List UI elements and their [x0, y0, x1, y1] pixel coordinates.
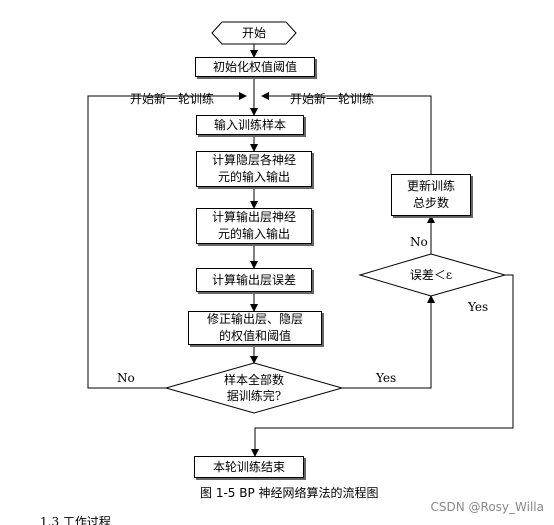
start-label: 开始 — [241, 26, 266, 40]
init-weights-box: 初始化权值阈值 — [195, 57, 315, 77]
update-steps-line-2: 总步数 — [412, 196, 449, 210]
no-error-label: No — [410, 235, 428, 249]
new-round-right-label: 开始新一轮训练 — [290, 92, 375, 106]
end-label: 本轮训练结束 — [212, 459, 285, 474]
end-box: 本轮训练结束 — [194, 456, 304, 478]
all-trained-line-1: 样本全部数 — [223, 373, 284, 387]
correct-weights-box: 修正输出层、隐层 的权值和阈值 — [188, 311, 322, 345]
all-trained-text: 样本全部数 据训练完? — [204, 372, 304, 404]
all-trained-line-2: 据训练完? — [226, 389, 282, 403]
init-weights-label: 初始化权值阈值 — [212, 59, 297, 74]
figure-caption: 图 1-5 BP 神经网络算法的流程图 — [200, 486, 379, 500]
yes-right-label: Yes — [376, 371, 397, 385]
all-trained-diamond — [164, 362, 344, 414]
output-error-box: 计算输出层误差 — [196, 268, 312, 292]
hidden-io-line-2: 元的输入输出 — [217, 170, 290, 184]
output-io-line-2: 元的输入输出 — [217, 227, 290, 241]
input-sample-box: 输入训练样本 — [196, 115, 304, 135]
section-heading-partial: 1.3 工作过程 — [40, 516, 111, 525]
correct-weights-line-1: 修正输出层、隐层 — [206, 312, 303, 326]
start-shape — [211, 21, 297, 45]
update-steps-line-1: 更新训练 — [406, 179, 455, 193]
input-sample-label: 输入训练样本 — [213, 117, 286, 132]
output-io-box: 计算输出层神经 元的输入输出 — [196, 208, 312, 244]
output-io-line-1: 计算输出层神经 — [211, 210, 296, 224]
error-check-text: 误差＜ε — [409, 268, 453, 282]
update-steps-box: 更新训练 总步数 — [391, 174, 471, 216]
no-left-label: No — [117, 371, 135, 385]
hidden-io-line-1: 计算隐层各神经 — [211, 153, 296, 167]
error-diamond — [358, 253, 507, 297]
new-round-left-label: 开始新一轮训练 — [130, 92, 215, 106]
yes-error-label: Yes — [468, 300, 489, 314]
output-error-label: 计算输出层误差 — [211, 272, 296, 287]
hidden-io-box: 计算隐层各神经 元的输入输出 — [196, 151, 312, 187]
correct-weights-line-2: 的权值和阈值 — [218, 329, 291, 343]
watermark: CSDN @Rosy_Willa — [430, 500, 544, 514]
